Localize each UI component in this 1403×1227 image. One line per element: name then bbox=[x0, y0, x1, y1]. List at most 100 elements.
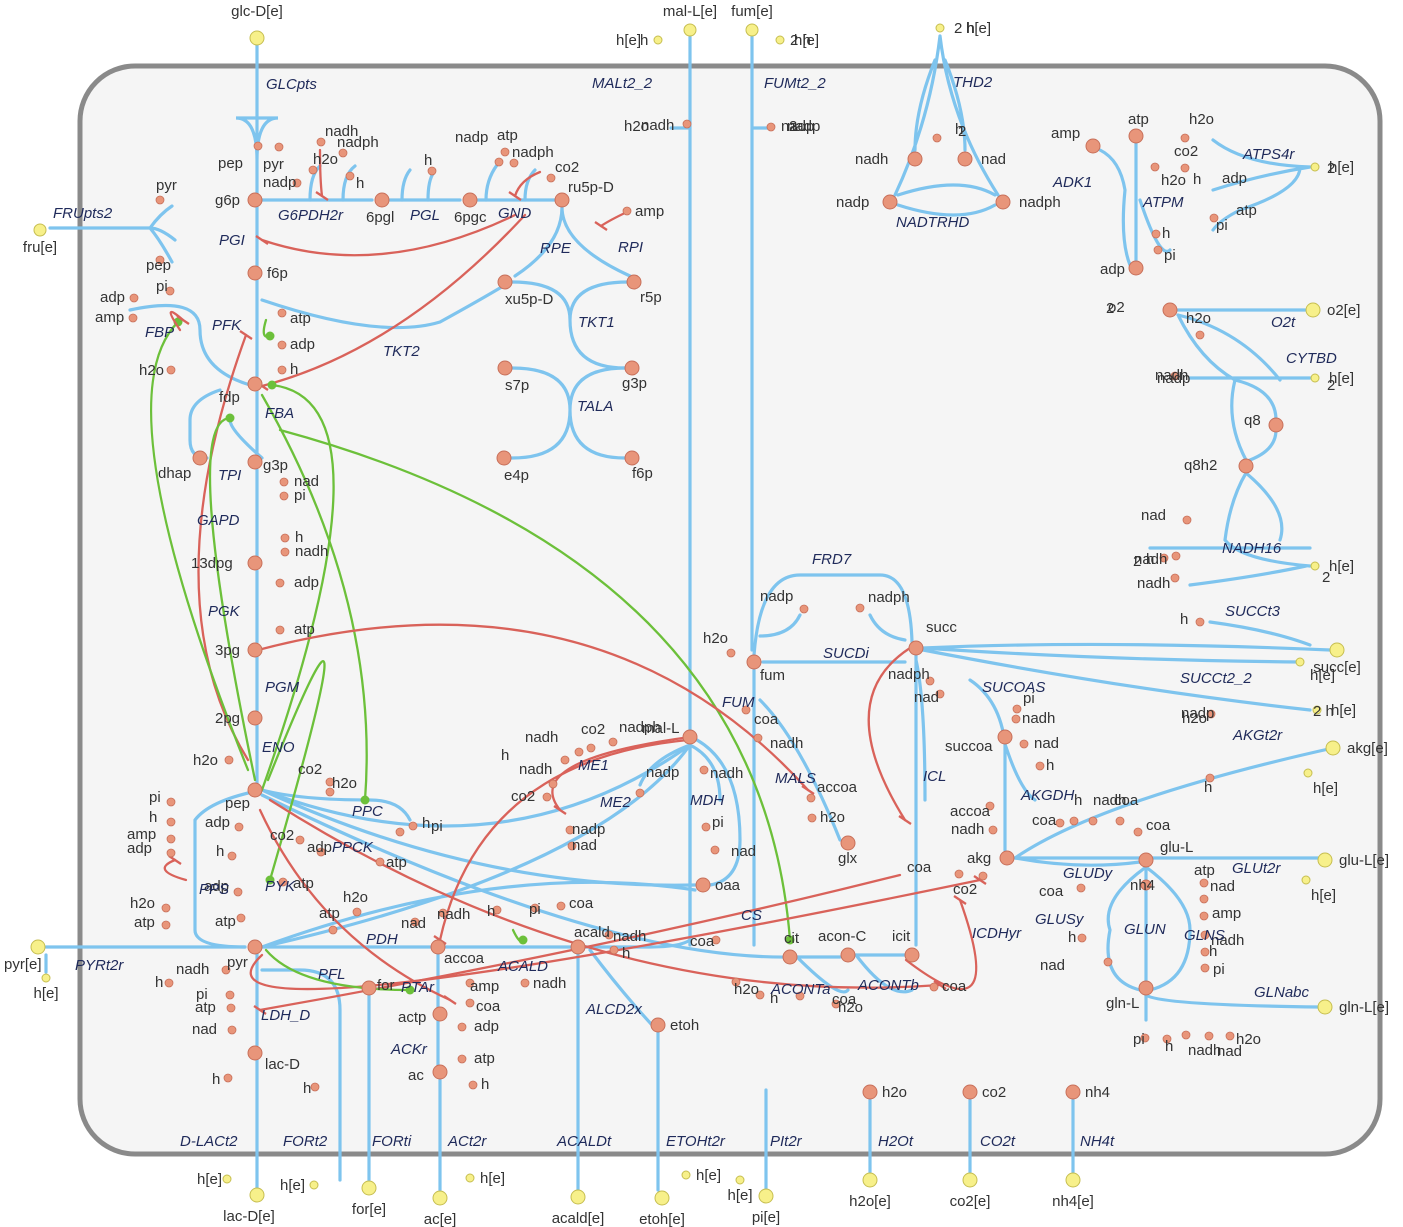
cofactor-node-h[interactable] bbox=[223, 1073, 233, 1083]
metabolite-ru5p-d[interactable] bbox=[554, 192, 570, 208]
reaction-label-acontb[interactable]: ACONTb bbox=[857, 977, 919, 994]
external-metabolite-acald-e[interactable] bbox=[570, 1189, 586, 1205]
cofactor-node-nadp[interactable] bbox=[799, 604, 809, 614]
cofactor-node-nadh[interactable] bbox=[1159, 553, 1169, 563]
reaction-label-pgi[interactable]: PGI bbox=[219, 232, 245, 249]
cofactor-node-pi[interactable] bbox=[225, 990, 235, 1000]
external-metabolite-h-e[interactable] bbox=[775, 35, 785, 45]
reaction-label-sucoas[interactable]: SUCOAS bbox=[982, 679, 1045, 696]
metabolite-2pg[interactable] bbox=[247, 710, 263, 726]
cofactor-node-nadph[interactable] bbox=[925, 676, 935, 686]
metabolite-pyr[interactable] bbox=[247, 939, 263, 955]
cofactor-node-nad[interactable] bbox=[279, 477, 289, 487]
cofactor-node-nadh[interactable] bbox=[280, 547, 290, 557]
cofactor-node-h[interactable] bbox=[560, 755, 570, 765]
metabolite-13dpg[interactable] bbox=[247, 555, 263, 571]
cofactor-node-coa[interactable] bbox=[711, 935, 721, 945]
cofactor-node-pi[interactable] bbox=[408, 821, 418, 831]
reaction-label-etoht2r[interactable]: ETOHt2r bbox=[666, 1133, 726, 1150]
reaction-label-gnd[interactable]: GND bbox=[498, 205, 532, 222]
metabolite-3pg[interactable] bbox=[247, 642, 263, 658]
metabolite-nh4[interactable] bbox=[1140, 879, 1152, 891]
cofactor-node-nadp[interactable] bbox=[565, 825, 575, 835]
cofactor-node-nad[interactable] bbox=[1204, 1031, 1214, 1041]
reaction-label-pgl[interactable]: PGL bbox=[410, 207, 440, 224]
reaction-label-pps[interactable]: PPS bbox=[199, 881, 229, 898]
cofactor-node-adp[interactable] bbox=[316, 847, 326, 857]
cofactor-node-nad[interactable] bbox=[227, 1025, 237, 1035]
cofactor-node-h[interactable] bbox=[492, 905, 502, 915]
external-metabolite-for-e[interactable] bbox=[361, 1180, 377, 1196]
cofactor-node-h[interactable] bbox=[1069, 816, 1079, 826]
cofactor-node-nadp[interactable] bbox=[635, 788, 645, 798]
cofactor-node-h[interactable] bbox=[227, 851, 237, 861]
cofactor-node-h[interactable] bbox=[932, 133, 942, 143]
external-metabolite-h-e[interactable] bbox=[1310, 373, 1320, 383]
cofactor-node-accoa[interactable] bbox=[985, 801, 995, 811]
external-metabolite-pi-e[interactable] bbox=[758, 1188, 774, 1204]
metabolite-q8h2[interactable] bbox=[1238, 458, 1254, 474]
metabolite-adp[interactable] bbox=[1128, 260, 1144, 276]
reaction-label-acaldt[interactable]: ACALDt bbox=[556, 1133, 612, 1150]
cofactor-node-pi[interactable] bbox=[166, 797, 176, 807]
reaction-label-tala[interactable]: TALA bbox=[577, 398, 613, 415]
metabolite-e4p[interactable] bbox=[496, 450, 512, 466]
cofactor-node-coa[interactable] bbox=[1115, 816, 1125, 826]
cofactor-node-adp[interactable] bbox=[234, 822, 244, 832]
cofactor-node-nadh[interactable] bbox=[988, 825, 998, 835]
cofactor-node-coa[interactable] bbox=[929, 982, 939, 992]
reaction-label-rpi[interactable]: RPI bbox=[618, 239, 643, 256]
metabolite-nadh[interactable] bbox=[907, 151, 923, 167]
external-metabolite-co2-e[interactable] bbox=[962, 1172, 978, 1188]
cofactor-node-coa[interactable] bbox=[741, 705, 751, 715]
metabolite-icit[interactable] bbox=[904, 947, 920, 963]
external-metabolite-fum-e[interactable] bbox=[745, 23, 759, 37]
reaction-label-ptar[interactable]: PTAr bbox=[401, 979, 435, 996]
cofactor-node-h[interactable] bbox=[310, 1082, 320, 1092]
cofactor-node-pi[interactable] bbox=[701, 822, 711, 832]
external-metabolite-succ-e[interactable] bbox=[1329, 642, 1345, 658]
cofactor-node-h[interactable] bbox=[164, 978, 174, 988]
reaction-label-pgk[interactable]: PGK bbox=[208, 603, 241, 620]
reaction-label-gludy[interactable]: GLUDy bbox=[1063, 865, 1114, 882]
cofactor-node-pi[interactable] bbox=[165, 286, 175, 296]
reaction-label-pfk[interactable]: PFK bbox=[212, 317, 242, 334]
reaction-label-icl[interactable]: ICL bbox=[923, 768, 946, 785]
cofactor-node-atp[interactable] bbox=[277, 308, 287, 318]
cofactor-node-coa[interactable] bbox=[1076, 883, 1086, 893]
external-metabolite-h-e[interactable] bbox=[1303, 768, 1313, 778]
cofactor-node-amp[interactable] bbox=[166, 834, 176, 844]
metabolite-h2o[interactable] bbox=[862, 1084, 878, 1100]
metabolite-glu-l[interactable] bbox=[1138, 852, 1154, 868]
cofactor-node-nadph[interactable] bbox=[855, 603, 865, 613]
reaction-label-cytbd[interactable]: CYTBD bbox=[1286, 350, 1337, 367]
metabolite-acald[interactable] bbox=[570, 939, 586, 955]
cofactor-node-h[interactable] bbox=[1180, 163, 1190, 173]
cofactor-node-adp[interactable] bbox=[129, 293, 139, 303]
cofactor-node-h2o[interactable] bbox=[352, 907, 362, 917]
cofactor-node-adp[interactable] bbox=[275, 578, 285, 588]
external-metabolite-gln-l-e[interactable] bbox=[1317, 999, 1333, 1015]
metabolite-g3p[interactable] bbox=[624, 360, 640, 376]
cofactor-node-nad[interactable] bbox=[935, 689, 945, 699]
reaction-label-glusy[interactable]: GLUSy bbox=[1035, 911, 1085, 928]
metabolite-pep[interactable] bbox=[247, 782, 263, 798]
metabolite-6pgc[interactable] bbox=[462, 192, 478, 208]
metabolite-dhap[interactable] bbox=[192, 450, 208, 466]
external-metabolite-glu-l-e[interactable] bbox=[1317, 852, 1333, 868]
reaction-label-rpe[interactable]: RPE bbox=[540, 240, 572, 257]
cofactor-node-h2o[interactable] bbox=[1180, 133, 1190, 143]
cofactor-node-pep[interactable] bbox=[155, 255, 165, 265]
external-metabolite-fru-e[interactable] bbox=[33, 223, 47, 237]
cofactor-node-co2[interactable] bbox=[325, 777, 335, 787]
metabolite-6pgl[interactable] bbox=[374, 192, 390, 208]
cofactor-node-h2o[interactable] bbox=[726, 648, 736, 658]
cofactor-node-h[interactable] bbox=[609, 945, 619, 955]
cofactor-node-h[interactable] bbox=[345, 171, 355, 181]
reaction-label-forti[interactable]: FORti bbox=[372, 1133, 412, 1150]
cofactor-node-nadh[interactable] bbox=[699, 765, 709, 775]
metabolite-cit[interactable] bbox=[782, 949, 798, 965]
external-metabolite-h-e[interactable] bbox=[653, 35, 663, 45]
reaction-label-ackr[interactable]: ACKr bbox=[390, 1041, 428, 1058]
metabolite-gln-l[interactable] bbox=[1138, 980, 1154, 996]
